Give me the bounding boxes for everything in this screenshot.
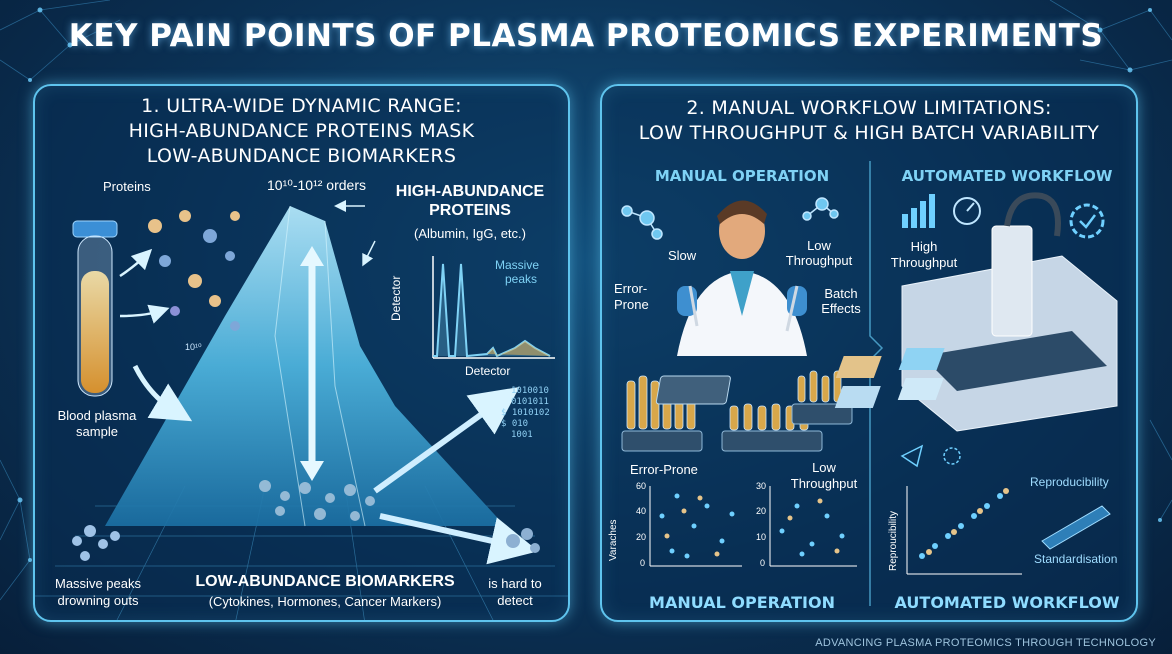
protein-molecules (148, 210, 240, 331)
manual-scatter-1 (649, 486, 742, 567)
detector-chart (432, 256, 555, 359)
detector-x-label: Detector (465, 364, 511, 378)
dynamic-range-illustration (35, 200, 568, 620)
error-prone-top-line-1: Error- (614, 281, 648, 296)
drowning-line-2: drowning outs (57, 593, 139, 608)
tube-scale-label: 10¹⁰ (185, 342, 202, 352)
binary-line-4: $ 010 (501, 419, 529, 429)
liquid-handling-robot (834, 192, 1118, 432)
hard-detect-line-2: detect (497, 593, 533, 608)
panel1-title-line-1: 1. ULTRA-WIDE DYNAMIC RANGE: (141, 95, 462, 117)
high-abundance-examples: (Albumin, IgG, etc.) (414, 226, 526, 241)
manual-heading: MANUAL OPERATION (654, 167, 830, 185)
panel2-title-line-2: LOW THROUGHPUT & HIGH BATCH VARIABILITY (638, 122, 1100, 144)
sync-gear-icon (1069, 203, 1105, 239)
batch-effects-line-1: Batch (824, 286, 858, 301)
detector-y-label: Detector (389, 275, 403, 321)
mountain-peak (105, 205, 505, 527)
chart1-y-label: Varaches (608, 519, 619, 561)
high-throughput-line-1: High (910, 239, 938, 254)
blood-tube (72, 220, 118, 397)
section-divider (869, 161, 884, 606)
chart2-ytick-10: 10 (756, 532, 767, 542)
chart1-ytick-60: 60 (636, 481, 647, 491)
footer-tagline: ADVANCING PLASMA PROTEOMICS THROUGH TECH… (815, 637, 1156, 649)
binary-line-3: $ 1010102 (501, 408, 550, 418)
massive-peaks-line-1: Massive (495, 258, 540, 272)
blood-sample-line-1: Blood plasma (57, 408, 137, 423)
orders-label: 10¹⁰-10¹² orders (267, 177, 366, 193)
dynamic-range-panel: 1. ULTRA-WIDE DYNAMIC RANGE: HIGH-ABUNDA… (33, 84, 570, 622)
blood-sample-line-2: sample (76, 424, 118, 439)
low-abundance-title: LOW-ABUNDANCE BIOMARKERS (195, 573, 455, 590)
panel2-title-line-1: 2. MANUAL WORKFLOW LIMITATIONS: (686, 97, 1052, 119)
network-gear-icons (900, 444, 961, 468)
chart3-y-label: Reproucibility (888, 510, 899, 571)
bottom-left-molecules (72, 525, 120, 561)
low-abundance-cluster (259, 480, 375, 521)
standardisation-capsule (1041, 505, 1111, 550)
high-abundance-line-2: PROTEINS (429, 202, 511, 219)
chart2-ytick-30: 30 (756, 481, 767, 491)
reproducibility-label: Reproducibility (1030, 475, 1109, 489)
binary-line-5: 1001 (511, 430, 533, 440)
low-throughput-top-line-1: Low (807, 238, 831, 253)
manual-scatter-2 (769, 486, 857, 567)
chart1-ytick-0: 0 (640, 558, 646, 568)
low-throughput-top-line-2: Throughput (785, 253, 853, 268)
workflow-illustration (621, 161, 1118, 606)
growth-chart-icon (902, 194, 935, 228)
error-prone-top-line-2: Prone (614, 297, 649, 312)
manual-workflow-panel: 2. MANUAL WORKFLOW LIMITATIONS: LOW THRO… (600, 84, 1138, 622)
chart2-ytick-0: 0 (760, 558, 766, 568)
chart2-ytick-20: 20 (756, 506, 767, 516)
slow-label: Slow (668, 248, 697, 263)
bottom-right-molecules (506, 528, 540, 553)
scientist-figure (677, 200, 807, 356)
drowning-line-1: Massive peaks (55, 576, 141, 591)
low-abundance-examples: (Cytokines, Hormones, Cancer Markers) (208, 594, 442, 609)
gauge-icon (953, 197, 981, 225)
automated-heading: AUTOMATED WORKFLOW (901, 167, 1113, 185)
massive-peaks-line-2: peaks (505, 272, 538, 286)
batch-effects-line-2: Effects (821, 301, 861, 316)
binary-line-2: 0101011 (511, 397, 549, 407)
page-title: KEY PAIN POINTS OF PLASMA PROTEOMICS EXP… (68, 18, 1104, 54)
molecule-icons (621, 197, 839, 240)
automated-footer: AUTOMATED WORKFLOW (894, 593, 1120, 612)
hard-detect-line-1: is hard to (488, 576, 542, 591)
low-throughput-bottom-line-1: Low (812, 460, 836, 475)
manual-footer: MANUAL OPERATION (649, 593, 835, 612)
automated-scatter (906, 486, 1022, 575)
low-throughput-bottom-line-2: Throughput (790, 476, 858, 491)
tube-racks (621, 370, 853, 452)
high-abundance-line-1: HIGH-ABUNDANCE (395, 183, 545, 200)
error-prone-bottom: Error-Prone (630, 462, 698, 477)
standardisation-label: Standardisation (1034, 552, 1118, 566)
chart1-ytick-20: 20 (636, 532, 647, 542)
proteins-label: Proteins (103, 179, 151, 194)
panel1-title-line-2: HIGH-ABUNDANCE PROTEINS MASK (128, 120, 475, 142)
panel1-title-line-3: LOW-ABUNDANCE BIOMARKERS (146, 145, 457, 167)
binary-line-1: 1010010 (511, 386, 549, 396)
high-throughput-line-2: Throughput (890, 255, 958, 270)
chart1-ytick-40: 40 (636, 506, 647, 516)
